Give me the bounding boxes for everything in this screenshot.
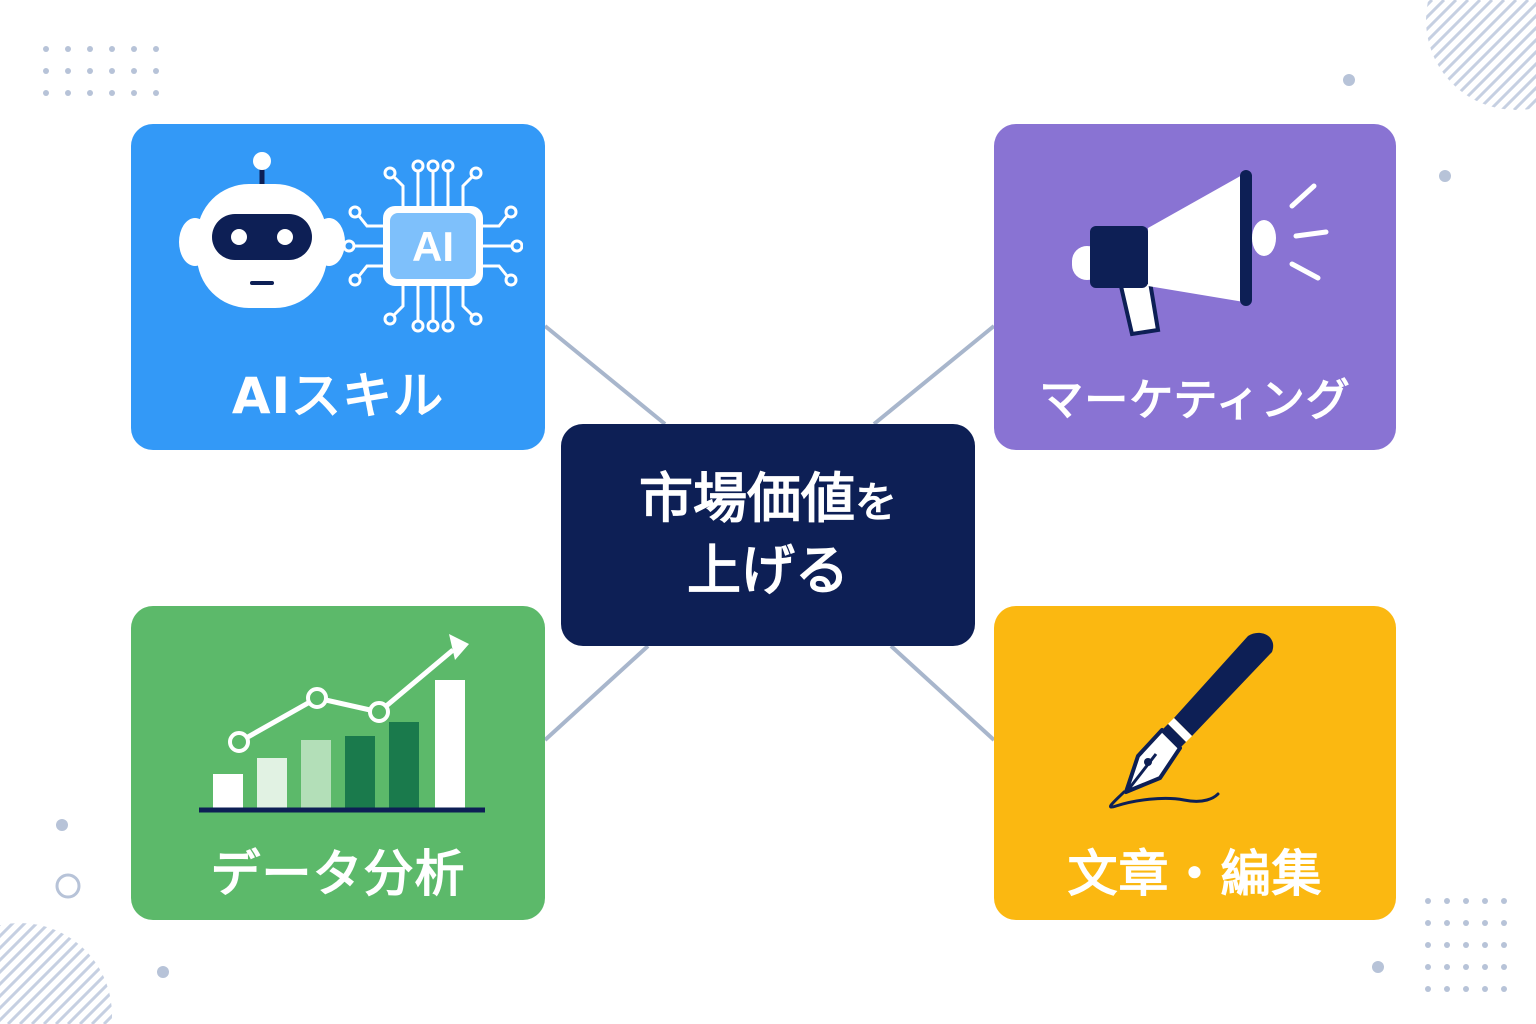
connector-marketing xyxy=(872,324,996,426)
card-writing-label: 文章・編集 xyxy=(1067,845,1323,903)
card-data-analysis[interactable]: データ分析 xyxy=(131,606,545,920)
dot-grid-top-left xyxy=(43,46,159,96)
center-title-line1: 市場価値を xyxy=(639,465,897,537)
robot-icon xyxy=(179,152,345,308)
connector-data xyxy=(543,644,650,742)
growth-chart-icon xyxy=(199,634,485,813)
center-goal-box: 市場価値を 上げる xyxy=(561,424,975,646)
hatched-circle-bottom-left xyxy=(0,923,112,1024)
card-marketing-label: マーケティング xyxy=(1039,375,1351,426)
card-ai-skill[interactable]: AI AIスキル xyxy=(131,124,545,450)
dot-grid-bottom-right xyxy=(1425,898,1507,992)
connector-ai xyxy=(543,324,667,426)
megaphone-icon xyxy=(1072,170,1329,337)
hatched-circle-top-right xyxy=(1426,0,1536,110)
fountain-pen-icon xyxy=(1109,632,1274,809)
card-writing-editing[interactable]: 文章・編集 xyxy=(994,606,1396,920)
card-marketing[interactable]: マーケティング xyxy=(994,124,1396,450)
connector-writing xyxy=(889,644,996,742)
center-title-main: 市場価値 xyxy=(638,467,855,530)
card-ai-label: AIスキル xyxy=(231,367,445,425)
ai-chip-icon: AI xyxy=(343,159,523,333)
ai-chip-text: AI xyxy=(412,223,454,270)
center-title-line2: 上げる xyxy=(687,539,849,602)
center-title-particle: を xyxy=(854,478,897,527)
card-data-label: データ分析 xyxy=(210,845,466,903)
